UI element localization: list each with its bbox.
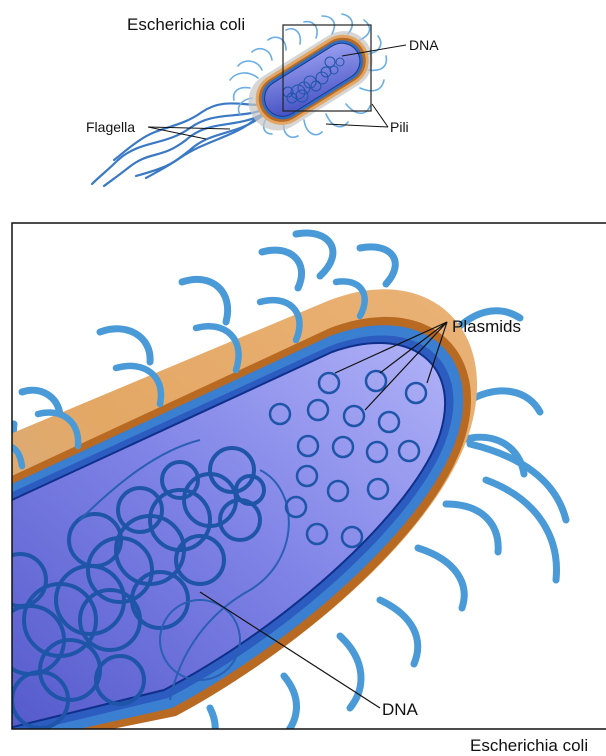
overview-title: Escherichia coli	[127, 15, 245, 34]
overview-illustration: Escherichia coli DNA Flagella Pili	[86, 14, 439, 186]
flagella	[92, 103, 270, 186]
zoom-caption: Escherichia coli	[470, 736, 588, 755]
zoom-panel: Plasmids DNA Escherichia coli	[0, 223, 606, 756]
overview-cell	[237, 20, 383, 141]
overview-flagella-label: Flagella	[86, 119, 135, 135]
plasmids-label: Plasmids	[452, 317, 521, 336]
zoom-dna-label: DNA	[382, 700, 419, 719]
overview-pili-label: Pili	[390, 119, 409, 135]
overview-dna-label: DNA	[409, 37, 439, 53]
